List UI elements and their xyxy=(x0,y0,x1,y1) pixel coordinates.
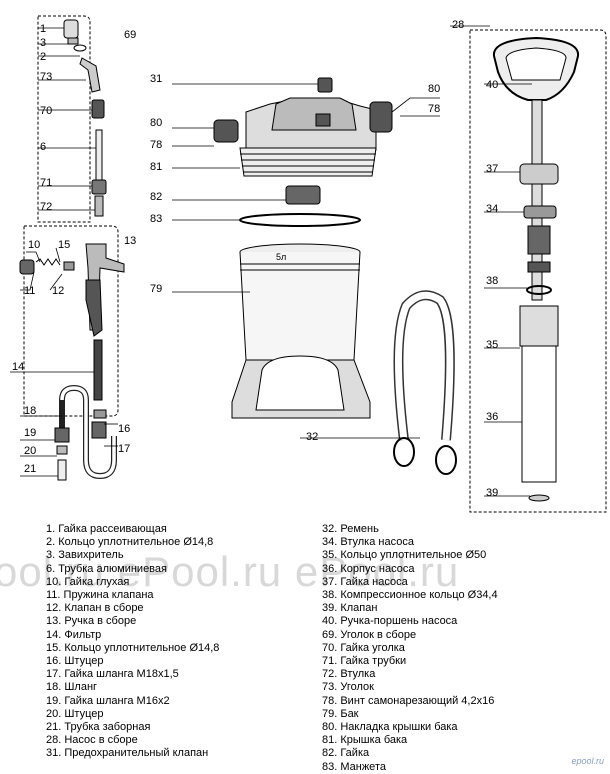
callout-36: 36 xyxy=(486,411,498,423)
tank xyxy=(231,243,371,419)
callout-70: 70 xyxy=(40,105,52,117)
callout-1: 1 xyxy=(40,23,46,35)
legend-item: 1. Гайка рассеивающая xyxy=(46,523,167,535)
legend-item: 16. Штуцер xyxy=(46,655,104,668)
legend-item: 15. Кольцо уплотнительное Ø14,8 xyxy=(46,641,220,654)
legend-item: 12. Клапан в сборе xyxy=(46,602,144,615)
callout-11: 11 xyxy=(24,285,35,297)
callout-71: 71 xyxy=(40,177,52,189)
legend-item: 10. Гайка глухая xyxy=(46,575,130,588)
callout-18: 18 xyxy=(24,405,36,417)
tank-mark: 5л xyxy=(276,252,286,262)
legend-item: 28. Насос в сборе xyxy=(46,734,138,747)
callout-38: 38 xyxy=(486,275,498,287)
callout-32: 32 xyxy=(306,431,318,443)
group-69-outline xyxy=(37,15,91,223)
callout-34: 34 xyxy=(486,203,498,215)
callout-19: 19 xyxy=(24,427,36,439)
callout-21: 21 xyxy=(24,463,36,475)
callout-39: 39 xyxy=(486,487,498,499)
callout-28: 28 xyxy=(452,19,464,31)
legend-item: 73. Уголок xyxy=(322,681,374,694)
legend-item: 71. Гайка трубки xyxy=(322,655,407,668)
legend-item: 20. Штуцер xyxy=(46,707,104,720)
hose xyxy=(54,384,117,481)
legend-item: 36. Корпус насоса xyxy=(322,562,415,575)
callout-79: 79 xyxy=(150,283,162,295)
legend-item: 69. Уголок в сборе xyxy=(322,628,417,641)
leader-lines xyxy=(10,25,532,497)
legend-item: 81. Крышка бака xyxy=(322,734,408,747)
legend-item: 80. Накладка крышки бака xyxy=(322,721,458,734)
callout-80-right: 80 xyxy=(428,83,440,95)
callout-17: 17 xyxy=(118,443,130,455)
watermark: ool.ru ePool.ru ePool.ru xyxy=(0,548,460,595)
callout-78-right: 78 xyxy=(428,103,440,115)
legend-item: 18. Шланг xyxy=(46,681,98,694)
legend-item: 70. Гайка уголка xyxy=(322,641,405,654)
legend-item: 37. Гайка насоса xyxy=(322,575,408,588)
callout-80-left: 80 xyxy=(150,117,162,129)
callout-37: 37 xyxy=(486,163,498,175)
callout-69: 69 xyxy=(124,29,136,41)
legend-item: 13. Ручка в сборе xyxy=(46,615,137,628)
legend-item: 83. Манжета xyxy=(322,760,386,773)
pump-assembly xyxy=(492,36,580,502)
legend-item: 72. Втулка xyxy=(322,668,376,681)
legend-item: 40. Ручка-поршень насоса xyxy=(322,615,458,628)
lid-assembly xyxy=(213,77,393,227)
callout-14: 14 xyxy=(12,361,24,373)
callout-13: 13 xyxy=(124,235,136,247)
callout-12: 12 xyxy=(52,285,64,297)
callout-40: 40 xyxy=(486,79,498,91)
legend-item: 17. Гайка шланга М18х1,5 xyxy=(46,668,179,681)
legend-item: 35. Кольцо уплотнительное Ø50 xyxy=(322,549,487,562)
logo: epool.ru xyxy=(571,756,604,766)
legend-item: 79. Бак xyxy=(322,707,359,720)
legend-item: 3. Завихритель xyxy=(46,549,124,562)
callout-20: 20 xyxy=(24,445,36,457)
legend-item: 39. Клапан xyxy=(322,602,378,615)
callout-6: 6 xyxy=(40,141,46,153)
legend-item: 2. Кольцо уплотнительное Ø14,8 xyxy=(46,536,214,549)
callout-78-left: 78 xyxy=(150,139,162,151)
callout-16: 16 xyxy=(118,423,130,435)
legend-item: 78. Винт самонарезающий 4,2х16 xyxy=(322,694,495,707)
callout-72: 72 xyxy=(40,201,52,213)
nozzle-assembly xyxy=(63,19,107,217)
legend-item: 31. Предохранительный клапан xyxy=(46,747,209,760)
legend-item: 6. Трубка алюминиевая xyxy=(46,562,167,575)
sprayer-exploded-diagram: 1 3 2 73 70 6 71 72 69 10 15 13 11 12 14… xyxy=(10,15,607,513)
group-13-outline xyxy=(23,225,119,417)
callout-81: 81 xyxy=(150,161,162,173)
legend-item: 19. Гайка шланга М16х2 xyxy=(46,694,170,707)
callout-35: 35 xyxy=(486,339,498,351)
group-28-outline xyxy=(469,29,607,513)
callout-73: 73 xyxy=(40,71,52,83)
legend-item: 21. Трубка заборная xyxy=(46,721,151,734)
callout-31: 31 xyxy=(150,73,162,85)
handle-assembly xyxy=(19,243,125,401)
legend-item: 32. Ремень xyxy=(322,523,379,535)
strap xyxy=(393,290,457,475)
legend-item: 34. Втулка насоса xyxy=(322,536,414,549)
callout-15: 15 xyxy=(58,239,70,251)
callout-10: 10 xyxy=(28,239,40,251)
callout-83: 83 xyxy=(150,213,162,225)
legend-item: 38. Компрессионное кольцо Ø34,4 xyxy=(322,589,498,602)
legend-item: 14. Фильтр xyxy=(46,628,102,641)
legend-item: 11. Пружина клапана xyxy=(46,589,154,602)
legend-item: 82. Гайка xyxy=(322,747,370,760)
callout-82: 82 xyxy=(150,191,162,203)
callout-3: 3 xyxy=(40,37,46,49)
callout-2: 2 xyxy=(40,51,46,63)
